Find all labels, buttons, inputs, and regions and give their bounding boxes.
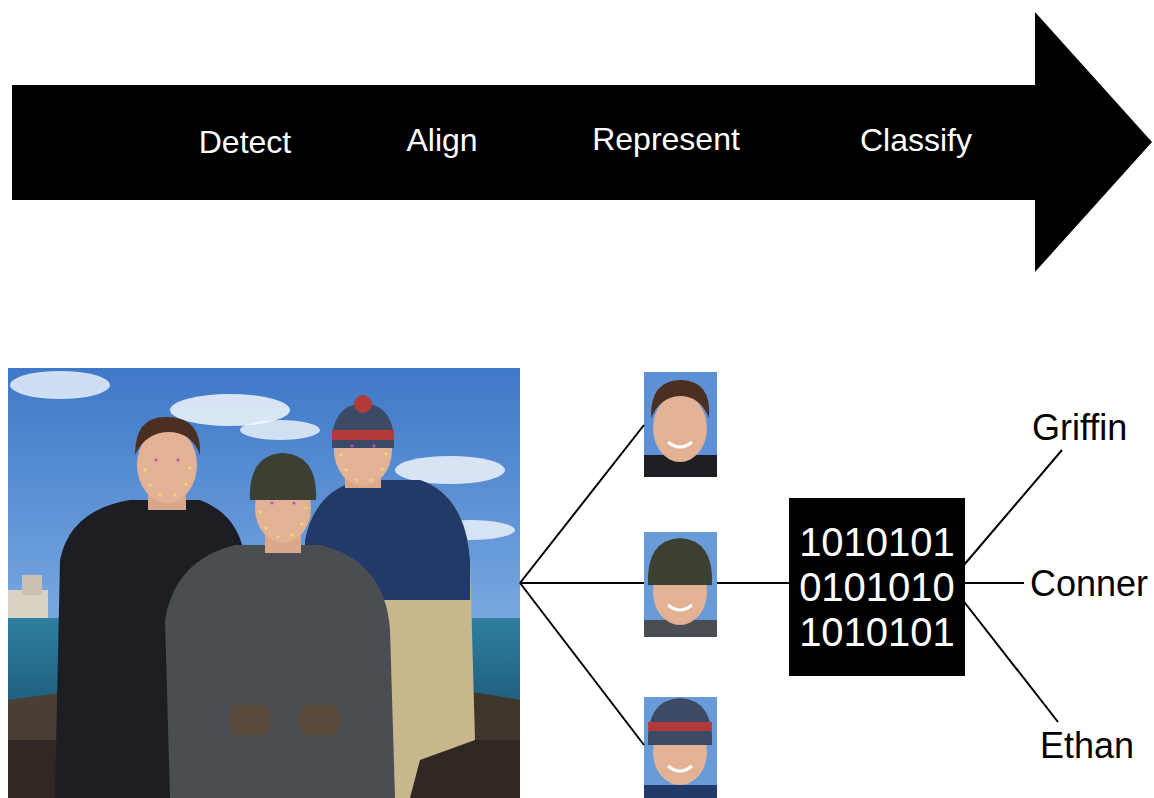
arrow-shape (0, 0, 1154, 280)
leader-lines (520, 425, 1062, 745)
binary-code: 1010101 0101010 1010101 (797, 520, 957, 655)
person-name: Conner (1030, 564, 1148, 604)
process-arrow: Detect Align Represent Classify (0, 0, 1154, 280)
binary-box: 1010101 0101010 1010101 (789, 498, 965, 676)
arrow-body (12, 12, 1152, 272)
stage-label: Classify (860, 123, 972, 158)
stage-label: Detect (199, 125, 291, 160)
face-crop (644, 372, 717, 477)
person-name: Griffin (1032, 408, 1127, 448)
person-name: Ethan (1040, 726, 1134, 766)
stage-label: Represent (592, 122, 740, 157)
group-photo (8, 368, 520, 798)
face-crop (644, 532, 717, 637)
stage-label: Align (406, 123, 477, 158)
face-crop (644, 697, 717, 798)
